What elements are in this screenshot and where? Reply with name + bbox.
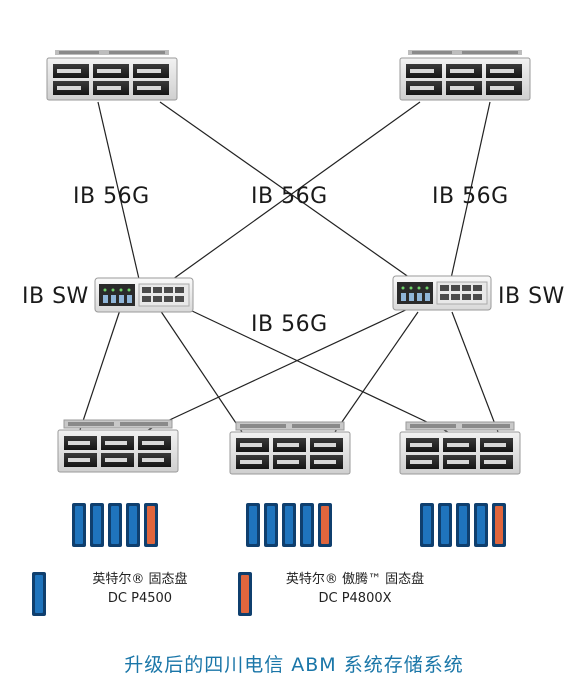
legend-item-orange-name: 英特尔® 傲腾™ 固态盘 — [285, 572, 425, 587]
legend-item-orange-model: DC P4800X — [318, 591, 392, 606]
rack-server-icon — [57, 419, 179, 473]
rack-server-icon — [46, 50, 178, 101]
link-label-ib-left: IB 56G — [73, 184, 150, 209]
rack-server-icon — [229, 421, 351, 475]
legend-item-blue: 英特尔® 固态盘 DC P4500 — [80, 570, 200, 608]
link-server-tl-switch-left — [97, 101, 143, 293]
link-switch-right-server-bl — [147, 307, 411, 431]
ssd-drive-icon — [492, 503, 506, 547]
legend-swatch-blue-ssd — [32, 572, 46, 616]
link-server-tr-switch-left — [154, 101, 421, 293]
ssd-drive-icon — [72, 503, 86, 547]
ssd-drive-icon — [282, 503, 296, 547]
link-label-ib-mid-low: IB 56G — [251, 312, 328, 337]
link-switch-right-server-br — [451, 311, 499, 433]
rack-server-icon — [399, 50, 531, 101]
ssd-group-middle — [246, 503, 332, 547]
ssd-drive-icon — [144, 503, 158, 547]
ssd-drive-icon — [264, 503, 278, 547]
ssd-drive-icon — [300, 503, 314, 547]
ssd-drive-icon — [318, 503, 332, 547]
legend-item-blue-name: 英特尔® 固态盘 — [92, 572, 188, 587]
switch-label-left: IB SW — [22, 284, 89, 309]
link-switch-left-server-br — [189, 309, 449, 433]
link-label-ib-mid-top: IB 56G — [251, 184, 328, 209]
link-switch-right-server-bm — [334, 311, 419, 433]
link-server-tr-switch-right — [447, 101, 491, 293]
diagram-caption: 升级后的四川电信 ABM 系统存储系统 — [124, 654, 464, 676]
ssd-drive-icon — [474, 503, 488, 547]
link-label-ib-right: IB 56G — [432, 184, 509, 209]
switch-label-right: IB SW — [498, 284, 565, 309]
link-switch-left-server-bl — [79, 309, 121, 431]
network-switch-icon — [94, 277, 194, 313]
ssd-drive-icon — [246, 503, 260, 547]
legend-swatch-orange-ssd — [238, 572, 252, 616]
ssd-drive-icon — [456, 503, 470, 547]
ssd-drive-icon — [438, 503, 452, 547]
ssd-drive-icon — [420, 503, 434, 547]
connection-lines — [79, 101, 499, 433]
ssd-drive-icon — [108, 503, 122, 547]
legend-item-blue-model: DC P4500 — [107, 591, 173, 606]
link-server-tl-switch-right — [159, 101, 431, 293]
ssd-group-left — [72, 503, 158, 547]
legend-item-orange: 英特尔® 傲腾™ 固态盘 DC P4800X — [262, 570, 448, 608]
network-switch-icon — [392, 275, 492, 311]
ssd-group-right — [420, 503, 506, 547]
rack-server-icon — [399, 421, 521, 475]
link-switch-left-server-bm — [159, 309, 243, 433]
ssd-drive-icon — [90, 503, 104, 547]
ssd-drive-icon — [126, 503, 140, 547]
